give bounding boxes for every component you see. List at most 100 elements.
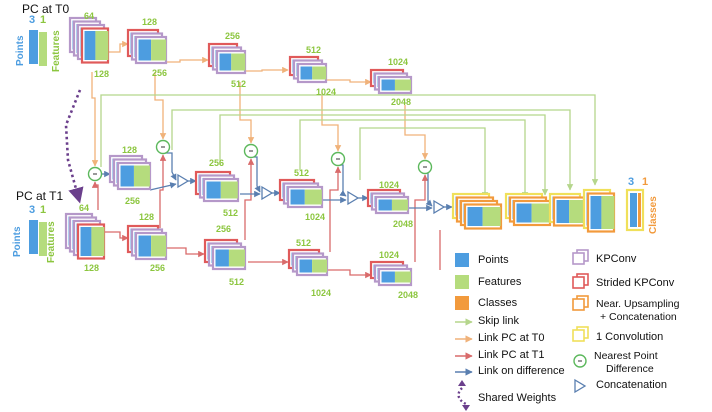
t1-enc4-in: 512 xyxy=(296,238,312,248)
link-diff-5 xyxy=(251,156,261,193)
t0-enc5-out: 2048 xyxy=(391,97,412,107)
legend-shared-head-top xyxy=(458,380,466,386)
npd-node-3 xyxy=(243,143,259,159)
enc-t1-block-5-features-fill xyxy=(394,271,411,283)
t0-enc1-in: 64 xyxy=(84,11,95,21)
link-t1-rise-5 xyxy=(414,174,429,262)
legend-link-t0-label: Link PC at T0 xyxy=(478,332,545,344)
dec-block-3-features-fill xyxy=(569,200,585,223)
npd-node-4 xyxy=(330,151,346,167)
output-classes xyxy=(638,193,641,227)
out-classes-label: Classes xyxy=(648,196,659,234)
enc-t0-block-2-points-fill xyxy=(138,39,152,61)
skip-link-3 xyxy=(219,114,549,196)
legend-strided-label: Strided KPConv xyxy=(596,277,675,289)
legend-npd-label-2: Difference xyxy=(606,363,654,375)
input-pc-t1-points xyxy=(29,220,38,254)
enc-t0-block-2 xyxy=(126,28,168,65)
title-pc-t1: PC at T1 xyxy=(16,189,64,203)
t1-enc3-in: 256 xyxy=(216,224,232,234)
diff-block-4-points-fill xyxy=(378,199,392,211)
enc-t0-block-5 xyxy=(369,68,413,95)
legend-kpconv-label: KPConv xyxy=(596,253,637,265)
legend-shared-path xyxy=(457,387,467,406)
diff2-out: 512 xyxy=(223,208,239,218)
t0-enc3-in: 256 xyxy=(225,31,241,41)
t0-enc2-out: 256 xyxy=(152,68,168,78)
legend-features-label: Features xyxy=(478,276,522,288)
npd-node-2 xyxy=(155,139,171,155)
t1-enc1-out: 128 xyxy=(84,263,100,273)
npd-node-1 xyxy=(87,166,103,182)
enc-t0-block-3-features-fill xyxy=(231,53,246,71)
legend-classes-label: Classes xyxy=(478,297,518,309)
t0-enc2-in: 128 xyxy=(142,17,158,27)
enc-t1-block-4-features-fill xyxy=(312,259,328,273)
t0-points-dim: 3 xyxy=(29,14,36,26)
enc-t1-block-1-points-fill xyxy=(80,227,92,256)
dec-block-2-features-fill xyxy=(531,203,550,223)
enc-t0-block-5-points-fill xyxy=(381,79,395,91)
legend-strided-icon-front xyxy=(572,276,585,289)
diff-block-4-features-fill xyxy=(391,199,408,211)
link-t0-3 xyxy=(246,66,289,74)
legend-concat-label: Concatenation xyxy=(596,379,667,391)
link-t0-4 xyxy=(326,78,372,86)
enc-t1-block-1 xyxy=(64,212,106,260)
enc-t1-block-3-features-fill xyxy=(228,249,245,267)
link-t1-rise-2 xyxy=(159,154,167,228)
diff-block-3-features-fill xyxy=(304,189,322,205)
dec-block-1-points-fill xyxy=(467,207,483,226)
legend-conv1-label: 1 Convolution xyxy=(596,331,664,343)
enc-t0-block-2-features-fill xyxy=(151,39,167,61)
dec-block-1 xyxy=(451,192,503,230)
dec-block-4-points-fill xyxy=(590,196,602,229)
dec-block-4-features-fill xyxy=(601,196,615,229)
legend-shared-label: Shared Weights xyxy=(478,392,557,404)
input-pc-t1-features xyxy=(39,222,47,256)
legend-upsampling-label-1: Near. Upsampling xyxy=(596,298,680,310)
enc-t1-block-2-features-fill xyxy=(151,235,167,257)
skip-link-5 xyxy=(359,127,489,199)
dec-block-3-points-fill xyxy=(556,200,570,223)
enc-t1-block-5-points-fill xyxy=(381,271,395,283)
diff3-in: 512 xyxy=(294,168,310,178)
link-t1-4 xyxy=(328,269,372,279)
link-diff-2 xyxy=(163,152,177,181)
skip-link-4 xyxy=(299,119,529,199)
t0-features-label: Features xyxy=(51,30,62,72)
input-pc-t1 xyxy=(29,220,47,256)
t0-features-dim: 1 xyxy=(40,14,47,26)
diff-block-4 xyxy=(366,188,410,215)
t0-enc4-in: 512 xyxy=(306,45,322,55)
t0-enc3-out: 512 xyxy=(231,79,247,89)
out-points-dim: 3 xyxy=(628,176,635,188)
out-classes-dim: 1 xyxy=(642,176,649,188)
link-t1-rise-3 xyxy=(244,158,255,240)
output-block xyxy=(625,188,645,232)
diff4-in: 1024 xyxy=(379,180,400,190)
dec-block-1-features-fill xyxy=(482,207,501,226)
dec-block-3 xyxy=(548,192,586,227)
link-t0-2 xyxy=(166,56,209,64)
diff2-in: 256 xyxy=(209,158,225,168)
t1-enc2-in: 128 xyxy=(139,212,155,222)
legend-kpconv-icon-front xyxy=(572,252,585,265)
link-diff-8 xyxy=(338,164,347,197)
skip-link-1 xyxy=(100,94,599,186)
concat-node-4 xyxy=(433,199,446,215)
link-t0-drop-3 xyxy=(239,82,255,144)
diff1-out: 256 xyxy=(125,196,141,206)
diff4-out: 2048 xyxy=(393,219,414,229)
legend-points-swatch xyxy=(455,253,469,267)
legend-link-diff-label: Link on difference xyxy=(478,365,565,377)
diff-block-3-points-fill xyxy=(290,189,305,205)
link-t0-drop-2 xyxy=(154,72,167,140)
link-t1-2 xyxy=(166,247,205,258)
output-points xyxy=(630,193,637,227)
enc-t1-block-3-points-fill xyxy=(215,249,229,267)
link-t1-1 xyxy=(94,231,129,242)
t1-features-dim: 1 xyxy=(40,204,47,216)
t0-enc1-out: 128 xyxy=(94,69,110,79)
